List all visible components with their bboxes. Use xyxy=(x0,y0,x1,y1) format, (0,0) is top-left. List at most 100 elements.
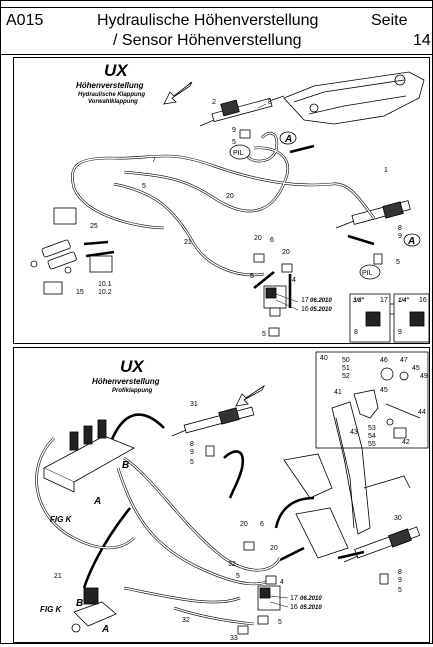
label-5: 5 xyxy=(232,139,236,146)
valve-block xyxy=(263,285,287,317)
label-6: 6 xyxy=(270,237,274,244)
label-A: A xyxy=(407,236,415,247)
diagram-panel-2: UX Höhenverstellung Profiklappung 40 50 … xyxy=(13,347,430,643)
label-9: 9 xyxy=(190,449,194,456)
label-15: 15 xyxy=(76,289,84,296)
label-17: 17 xyxy=(301,297,309,304)
cylinder-31 xyxy=(171,406,255,437)
top-band xyxy=(1,1,432,8)
sensor-insets xyxy=(349,293,430,343)
label-PIL: PIL xyxy=(233,150,244,157)
label-32: 32 xyxy=(228,561,236,568)
label-5: 5 xyxy=(262,331,266,338)
date-06-2010-2: 06.2010 xyxy=(300,596,322,602)
label-4: 4 xyxy=(280,579,284,586)
cylinder-1 xyxy=(335,200,411,229)
valve-fig-k-lower xyxy=(71,587,117,633)
label-40: 40 xyxy=(320,355,328,362)
label-5: 5 xyxy=(142,183,146,190)
label-41: 41 xyxy=(334,389,342,396)
label-9: 9 xyxy=(398,577,402,584)
diagram-panel-1: UX Höhenverstellung Hydraulische Klappun… xyxy=(13,57,430,344)
date-05-2010-2: 05.2010 xyxy=(300,605,322,611)
label-9: 9 xyxy=(232,127,236,134)
direction-arrow-2 xyxy=(235,384,266,407)
size-3-8: 3/8" xyxy=(353,298,364,304)
label-4: 4 xyxy=(292,277,296,284)
label-5: 5 xyxy=(190,459,194,466)
label-20: 20 xyxy=(270,545,278,552)
label-6: 6 xyxy=(260,521,264,528)
leader-lines-2 xyxy=(269,595,289,608)
label-47: 47 xyxy=(400,357,408,364)
label-49: 49 xyxy=(420,373,428,380)
couplers xyxy=(30,239,77,274)
label-16: 16 xyxy=(419,297,427,304)
label-21: 21 xyxy=(54,573,62,580)
size-1-4: 1/4" xyxy=(398,298,409,304)
label-1: 1 xyxy=(384,167,388,174)
label-8: 8 xyxy=(268,99,272,106)
hydraulic-diagram-1: UX Höhenverstellung Hydraulische Klappun… xyxy=(30,61,430,343)
fittings-2 xyxy=(205,445,389,635)
label-8: 8 xyxy=(354,329,358,336)
page-header: A015 Hydraulische Höhenverstellung / Sen… xyxy=(1,8,432,55)
label-5: 5 xyxy=(398,587,402,594)
label-25: 25 xyxy=(90,223,98,230)
subtitle-main: Höhenverstellung xyxy=(76,81,144,90)
leader-lines xyxy=(257,103,299,311)
ux-title: UX xyxy=(104,61,129,80)
fittings xyxy=(239,129,396,337)
label-7: 7 xyxy=(152,157,156,164)
title-line-2: / Sensor Höhenverstellung xyxy=(113,32,302,49)
label-20: 20 xyxy=(226,193,234,200)
label-21: 21 xyxy=(184,239,192,246)
label-5: 5 xyxy=(278,619,282,626)
label-8: 8 xyxy=(190,441,194,448)
label-17: 17 xyxy=(380,297,388,304)
label-20: 20 xyxy=(240,521,248,528)
label-16: 16 xyxy=(290,604,298,611)
label-PIL: PIL xyxy=(362,270,373,277)
legend-box-down xyxy=(53,207,77,225)
label-17: 17 xyxy=(290,595,298,602)
label-B: B xyxy=(122,460,129,471)
page-number: 14 xyxy=(413,32,431,49)
label-10-2: 10.2 xyxy=(98,289,112,296)
label-5: 5 xyxy=(236,573,240,580)
cylinder-2 xyxy=(199,95,285,127)
label-9: 9 xyxy=(398,233,402,240)
label-51: 51 xyxy=(342,365,350,372)
label-54: 54 xyxy=(368,433,376,440)
date-06-2010: 06.2010 xyxy=(310,298,332,304)
label-8: 8 xyxy=(398,225,402,232)
label-8: 8 xyxy=(398,569,402,576)
inset-40-parts xyxy=(353,367,421,439)
label-45: 45 xyxy=(412,365,420,372)
label-A: A xyxy=(284,134,292,145)
label-31: 31 xyxy=(190,401,198,408)
label-2: 2 xyxy=(212,99,216,106)
label-A: A xyxy=(93,496,101,507)
cylinder-30 xyxy=(343,526,421,563)
label-32: 32 xyxy=(182,617,190,624)
label-30: 30 xyxy=(394,515,402,522)
tractor-icon xyxy=(43,281,63,295)
label-10-1: 10.1 xyxy=(98,281,112,288)
valve-manifold xyxy=(43,419,135,493)
legend-box-up xyxy=(89,255,113,273)
label-A: A xyxy=(101,624,109,635)
label-33: 33 xyxy=(230,635,238,642)
frame-structure xyxy=(283,71,425,125)
fig-k-label: FIG K xyxy=(50,515,73,524)
label-5: 5 xyxy=(396,259,400,266)
label-9: 9 xyxy=(398,329,402,336)
label-20: 20 xyxy=(254,235,262,242)
markers xyxy=(229,131,421,280)
label-5: 5 xyxy=(250,273,254,280)
label-43: 43 xyxy=(350,429,358,436)
label-20: 20 xyxy=(282,249,290,256)
label-53: 53 xyxy=(368,425,376,432)
hoses xyxy=(71,131,376,308)
hydraulic-diagram-2: UX Höhenverstellung Profiklappung 40 50 … xyxy=(35,351,429,642)
